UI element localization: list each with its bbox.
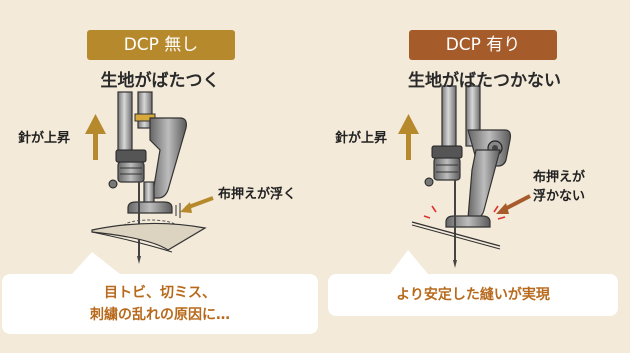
left-callout-tail bbox=[72, 252, 120, 274]
right-needle-label: 針が上昇 bbox=[335, 131, 388, 146]
left-foot-arrow bbox=[180, 196, 214, 213]
right-callout-text: より安定した縫いが実現 bbox=[396, 287, 550, 303]
right-presser-assembly bbox=[411, 85, 512, 268]
right-callout-tail bbox=[390, 250, 428, 274]
left-needle-label: 針が上昇 bbox=[18, 131, 71, 146]
right-callout: より安定した縫いが実現 bbox=[328, 274, 618, 316]
left-foot-label: 布押えが浮く bbox=[218, 187, 297, 202]
right-needle-up-arrow bbox=[398, 114, 419, 160]
right-foot-label-line2: 浮かない bbox=[533, 189, 586, 204]
left-needle-up-arrow bbox=[85, 114, 106, 160]
right-headline: 生地がばたつかない bbox=[408, 71, 561, 91]
left-presser-assembly bbox=[91, 91, 207, 264]
left-callout-line1: 目トビ、切ミス、 bbox=[104, 285, 216, 301]
left-callout-line2: 刺繍の乱れの原因に… bbox=[90, 307, 230, 323]
right-foot-arrow bbox=[496, 194, 531, 214]
right-foot-label: 布押えが 浮かない bbox=[533, 168, 585, 206]
right-badge: DCP 有り bbox=[409, 30, 557, 60]
right-foot-label-line1: 布押えが bbox=[533, 170, 586, 185]
left-badge: DCP 無し bbox=[87, 30, 235, 60]
left-callout: 目トビ、切ミス、 刺繍の乱れの原因に… bbox=[2, 274, 318, 334]
left-headline: 生地がばたつく bbox=[100, 71, 220, 91]
